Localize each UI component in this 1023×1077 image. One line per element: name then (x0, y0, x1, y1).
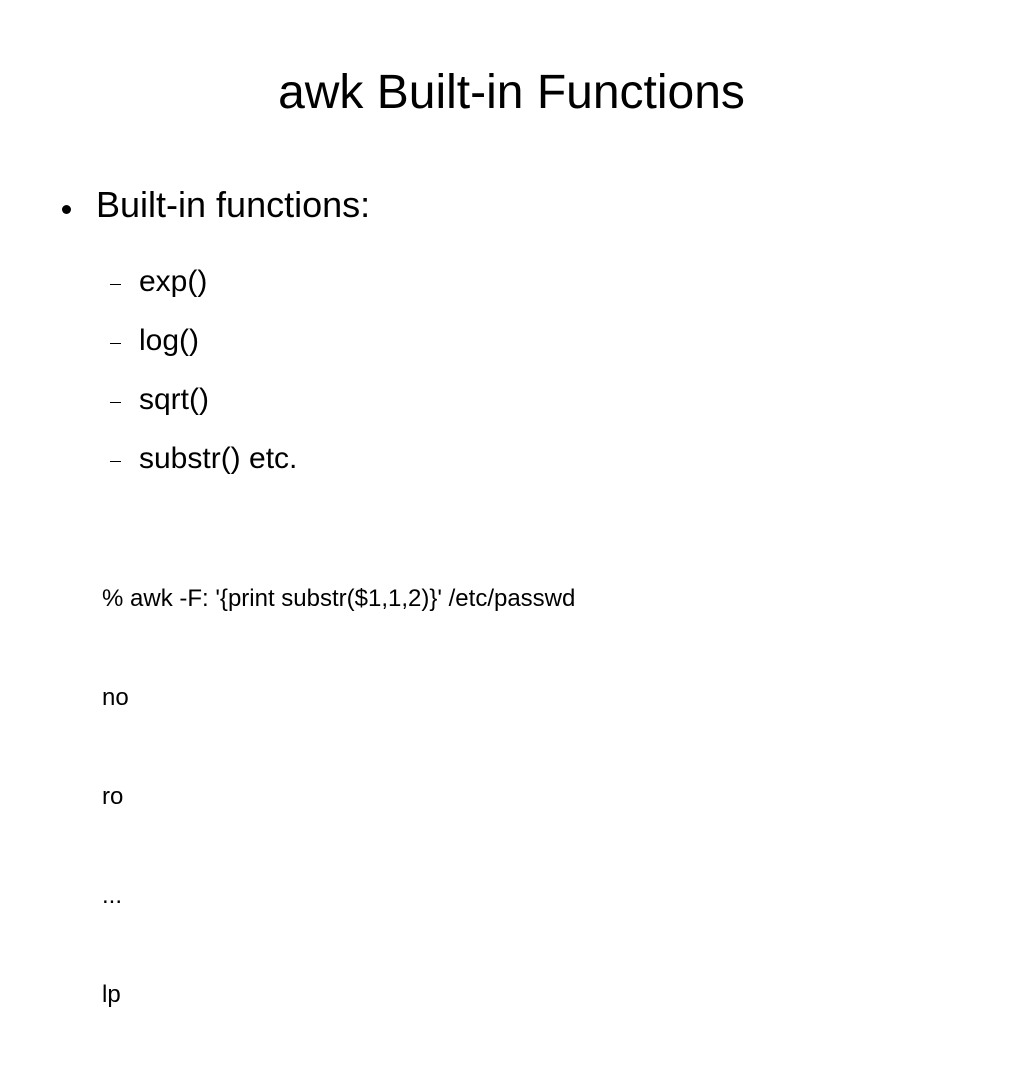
code-line: ro (102, 783, 124, 810)
dash-icon (110, 342, 121, 345)
code-line: no (102, 684, 129, 711)
list-item: log() (110, 311, 297, 370)
slide-title: awk Built-in Functions (278, 66, 745, 119)
bullet-dot-icon (62, 204, 71, 214)
code-line: lp (102, 981, 121, 1008)
list-item: exp() (110, 252, 297, 311)
list-item: sqrt() (110, 370, 297, 429)
code-example: % awk -F: '{print substr($1,1,2)}' /etc/… (102, 516, 575, 1077)
list-item: substr() etc. (110, 429, 297, 488)
slide: awk Built-in Functions Built-in function… (62, 66, 745, 1008)
code-line: % awk -F: '{print substr($1,1,2)}' /etc/… (102, 585, 576, 612)
list-item-label: sqrt() (139, 382, 209, 416)
list-item-label: substr() etc. (139, 441, 298, 475)
dash-icon (110, 460, 121, 463)
code-line: ... (102, 882, 123, 909)
bullet-label: Built-in functions: (96, 184, 371, 225)
list-item-label: log() (139, 323, 200, 357)
function-list: exp() log() sqrt() substr() etc. (110, 252, 297, 488)
bullet-built-in-functions: Built-in functions: (62, 183, 370, 227)
dash-icon (110, 283, 121, 286)
list-item-label: exp() (139, 264, 208, 298)
dash-icon (110, 401, 121, 404)
